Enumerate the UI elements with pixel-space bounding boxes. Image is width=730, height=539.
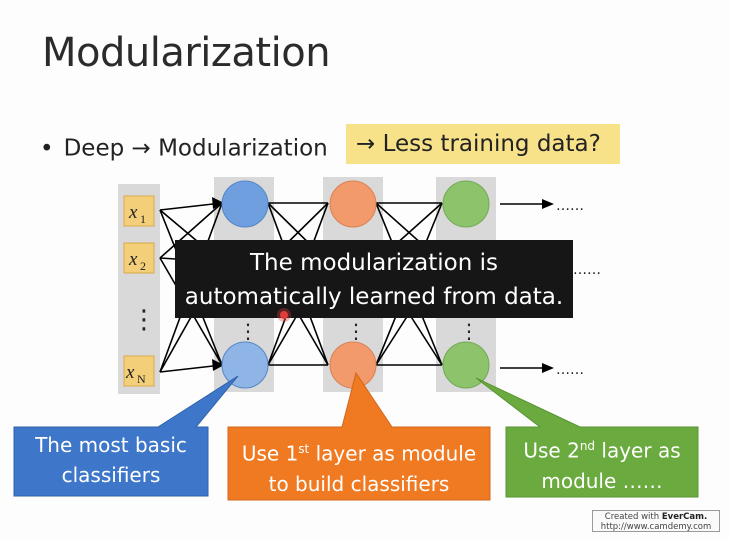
pointer-cursor [280,311,288,319]
output-arrowheads [542,199,554,373]
watermark-brand: EverCam. [661,512,708,522]
callout-green-shape [475,377,699,498]
callout-orange-line2: to build classifiers [268,471,450,496]
neuron-l2-bottom [329,341,377,389]
neuron-l3-bottom [442,341,490,389]
neuron-l3-top [442,180,490,228]
x2-var: x [128,249,138,270]
callout-orange-post: layer as module [309,441,477,466]
tooltip-overlay: The modularization is automatically lear… [175,240,573,318]
callout-green-pre: Use 2 [523,438,580,463]
callout-orange-sup: st [298,442,310,456]
xn-var: x [125,362,135,383]
slide-title: Modularization [42,30,331,76]
watermark-prefix: Created with [604,512,662,522]
input-ellipsis: ⋮ [131,305,157,335]
bullet-point: • Deep → Modularization [40,130,328,166]
callout-orange-pre: Use 1 [241,441,299,466]
output-dots-top: …… [556,198,584,214]
output-arrows [500,203,543,369]
callout-green-post: layer as [595,438,681,463]
output-dots-bottom: …… [556,362,584,378]
callout-blue-line1: The most basic [35,433,187,457]
input-x2: x 2 [123,242,155,274]
neuron-l1-bottom [221,341,269,389]
arrowheads-layer1 [212,197,224,371]
callout-green-text: Use 2nd layer as module …… [506,431,698,496]
highlight-box: → Less training data? [346,124,620,164]
callout-green-line2: module …… [541,468,663,493]
callout-blue-text: The most basic classifiers [14,430,208,490]
x1-var: x [128,202,138,223]
input-x1: x 1 [123,195,155,227]
callout-orange-text: Use 1st layer as module to build classif… [228,434,490,499]
layer1-ellipsis: ⋮ [238,319,258,343]
tooltip-line2: automatically learned from data. [184,284,564,310]
layer3-ellipsis: ⋮ [459,319,479,343]
layer2-ellipsis: ⋮ [346,319,366,343]
watermark-line1: Created with EverCam. [593,512,719,522]
neuron-l1-top [221,180,269,228]
callout-blue-line2: classifiers [61,463,161,487]
callout-orange-shape [227,371,491,501]
output-dots-mid: …… [573,262,601,278]
xn-sub: N [137,372,146,386]
watermark-url[interactable]: http://www.camdemy.com [600,522,712,532]
x1-sub: 1 [140,212,146,226]
x2-sub: 2 [140,259,146,273]
callout-green-sup: nd [579,439,596,453]
bullet-dot: • [40,135,54,162]
callout-orange-line1: Use 1st layer as module [228,434,490,469]
input-xn: x N [123,355,155,387]
evercam-watermark[interactable]: Created with EverCam. http://www.camdemy… [592,510,720,532]
callout-blue-shape [13,375,239,497]
bullet-text: Deep → Modularization [63,135,328,162]
tooltip-line1: The modularization is [250,250,498,276]
neuron-l2-top [329,180,377,228]
callout-green-line1: Use 2nd layer as [506,431,698,466]
